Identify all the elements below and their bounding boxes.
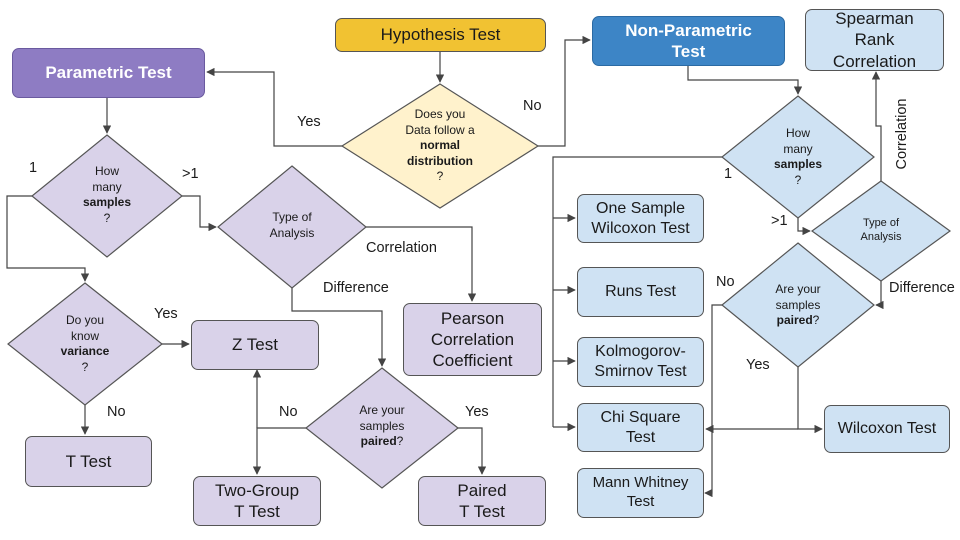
edge-nonparametric-to-samples xyxy=(687,65,803,95)
label-one-right: 1 xyxy=(724,166,733,182)
label-gt1-left: >1 xyxy=(182,166,199,182)
label-no-paired-right: No xyxy=(716,274,735,290)
edge-analysis-correlation-to-pearson xyxy=(366,226,477,302)
analysis-left-text: Type of Analysis xyxy=(269,210,315,240)
edge-samples-one-to-variance xyxy=(6,195,90,282)
edge-normal-yes-to-parametric xyxy=(206,67,342,147)
samples-left-diamond xyxy=(31,134,183,258)
nonparametric-test-node: Non-Parametric Test xyxy=(592,16,785,66)
parametric-test-node: Parametric Test xyxy=(12,48,205,98)
one-sample-wilcoxon-node: One Sample Wilcoxon Test xyxy=(577,194,704,243)
label-yes-paired-left: Yes xyxy=(465,404,489,420)
label-yes-variance: Yes xyxy=(154,306,178,322)
paired-left-diamond xyxy=(305,367,459,489)
edge-normal-no-to-nonparametric xyxy=(538,35,591,147)
label-correlation-right: Correlation xyxy=(894,98,910,170)
label-difference-left: Difference xyxy=(323,280,389,296)
edge-analysis-correlation-to-spearman xyxy=(871,71,882,181)
paired-left-text: Are your samples paired? xyxy=(359,403,405,449)
analysis-right-text: Type of Analysis xyxy=(860,217,902,244)
edge-samples-one-branch xyxy=(552,156,722,427)
ks-test-node: Kolmogorov- Smirnov Test xyxy=(577,337,704,387)
paired-right-text: Are your samples paired? xyxy=(775,282,821,328)
wilcoxon-test-node: Wilcoxon Test xyxy=(824,405,950,453)
edge-samples-gt1-to-analysis-right xyxy=(797,218,811,236)
edge-analysis-difference-to-paired xyxy=(875,281,884,310)
normal-distribution-diamond xyxy=(340,83,540,209)
z-test-node: Z Test xyxy=(191,320,319,370)
samples-left-text: How many samples ? xyxy=(82,164,132,225)
edge-paired-no-to-twogroup xyxy=(252,427,306,475)
pearson-node: Pearson Correlation Coefficient xyxy=(403,303,542,376)
paired-t-test-node: Paired T Test xyxy=(418,476,546,526)
variance-text: Do you know variance ? xyxy=(60,313,110,374)
label-one-left: 1 xyxy=(29,160,38,176)
chi-square-node: Chi Square Test xyxy=(577,403,704,452)
spearman-node: Spearman Rank Correlation xyxy=(805,9,944,71)
edge-analysis-difference-to-paired xyxy=(291,288,387,367)
edge-paired-yes-to-pairedt xyxy=(458,427,487,475)
edge-paired-no-to-mann-whitney xyxy=(704,304,722,498)
two-group-t-test-node: Two-Group T Test xyxy=(193,476,321,526)
t-test-node: T Test xyxy=(25,436,152,487)
runs-test-node: Runs Test xyxy=(577,267,704,317)
label-yes-normal: Yes xyxy=(297,114,321,130)
samples-right-text: How many samples ? xyxy=(773,126,823,187)
mann-whitney-node: Mann Whitney Test xyxy=(577,468,704,518)
label-no-variance: No xyxy=(107,404,126,420)
label-correlation-left: Correlation xyxy=(366,240,437,256)
label-gt1-right: >1 xyxy=(771,213,788,229)
edge-samples-gt1-to-analysis xyxy=(182,195,217,232)
hypothesis-test-node: Hypothesis Test xyxy=(335,18,546,52)
label-yes-paired-right: Yes xyxy=(746,357,770,373)
label-no-paired-left: No xyxy=(279,404,298,420)
label-no-normal: No xyxy=(523,98,542,114)
label-difference-right: Difference xyxy=(889,280,955,296)
normal-distribution-text: Does you Data follow a normal distributi… xyxy=(405,107,475,184)
edge-paired-yes-to-wilcoxon xyxy=(797,367,823,434)
